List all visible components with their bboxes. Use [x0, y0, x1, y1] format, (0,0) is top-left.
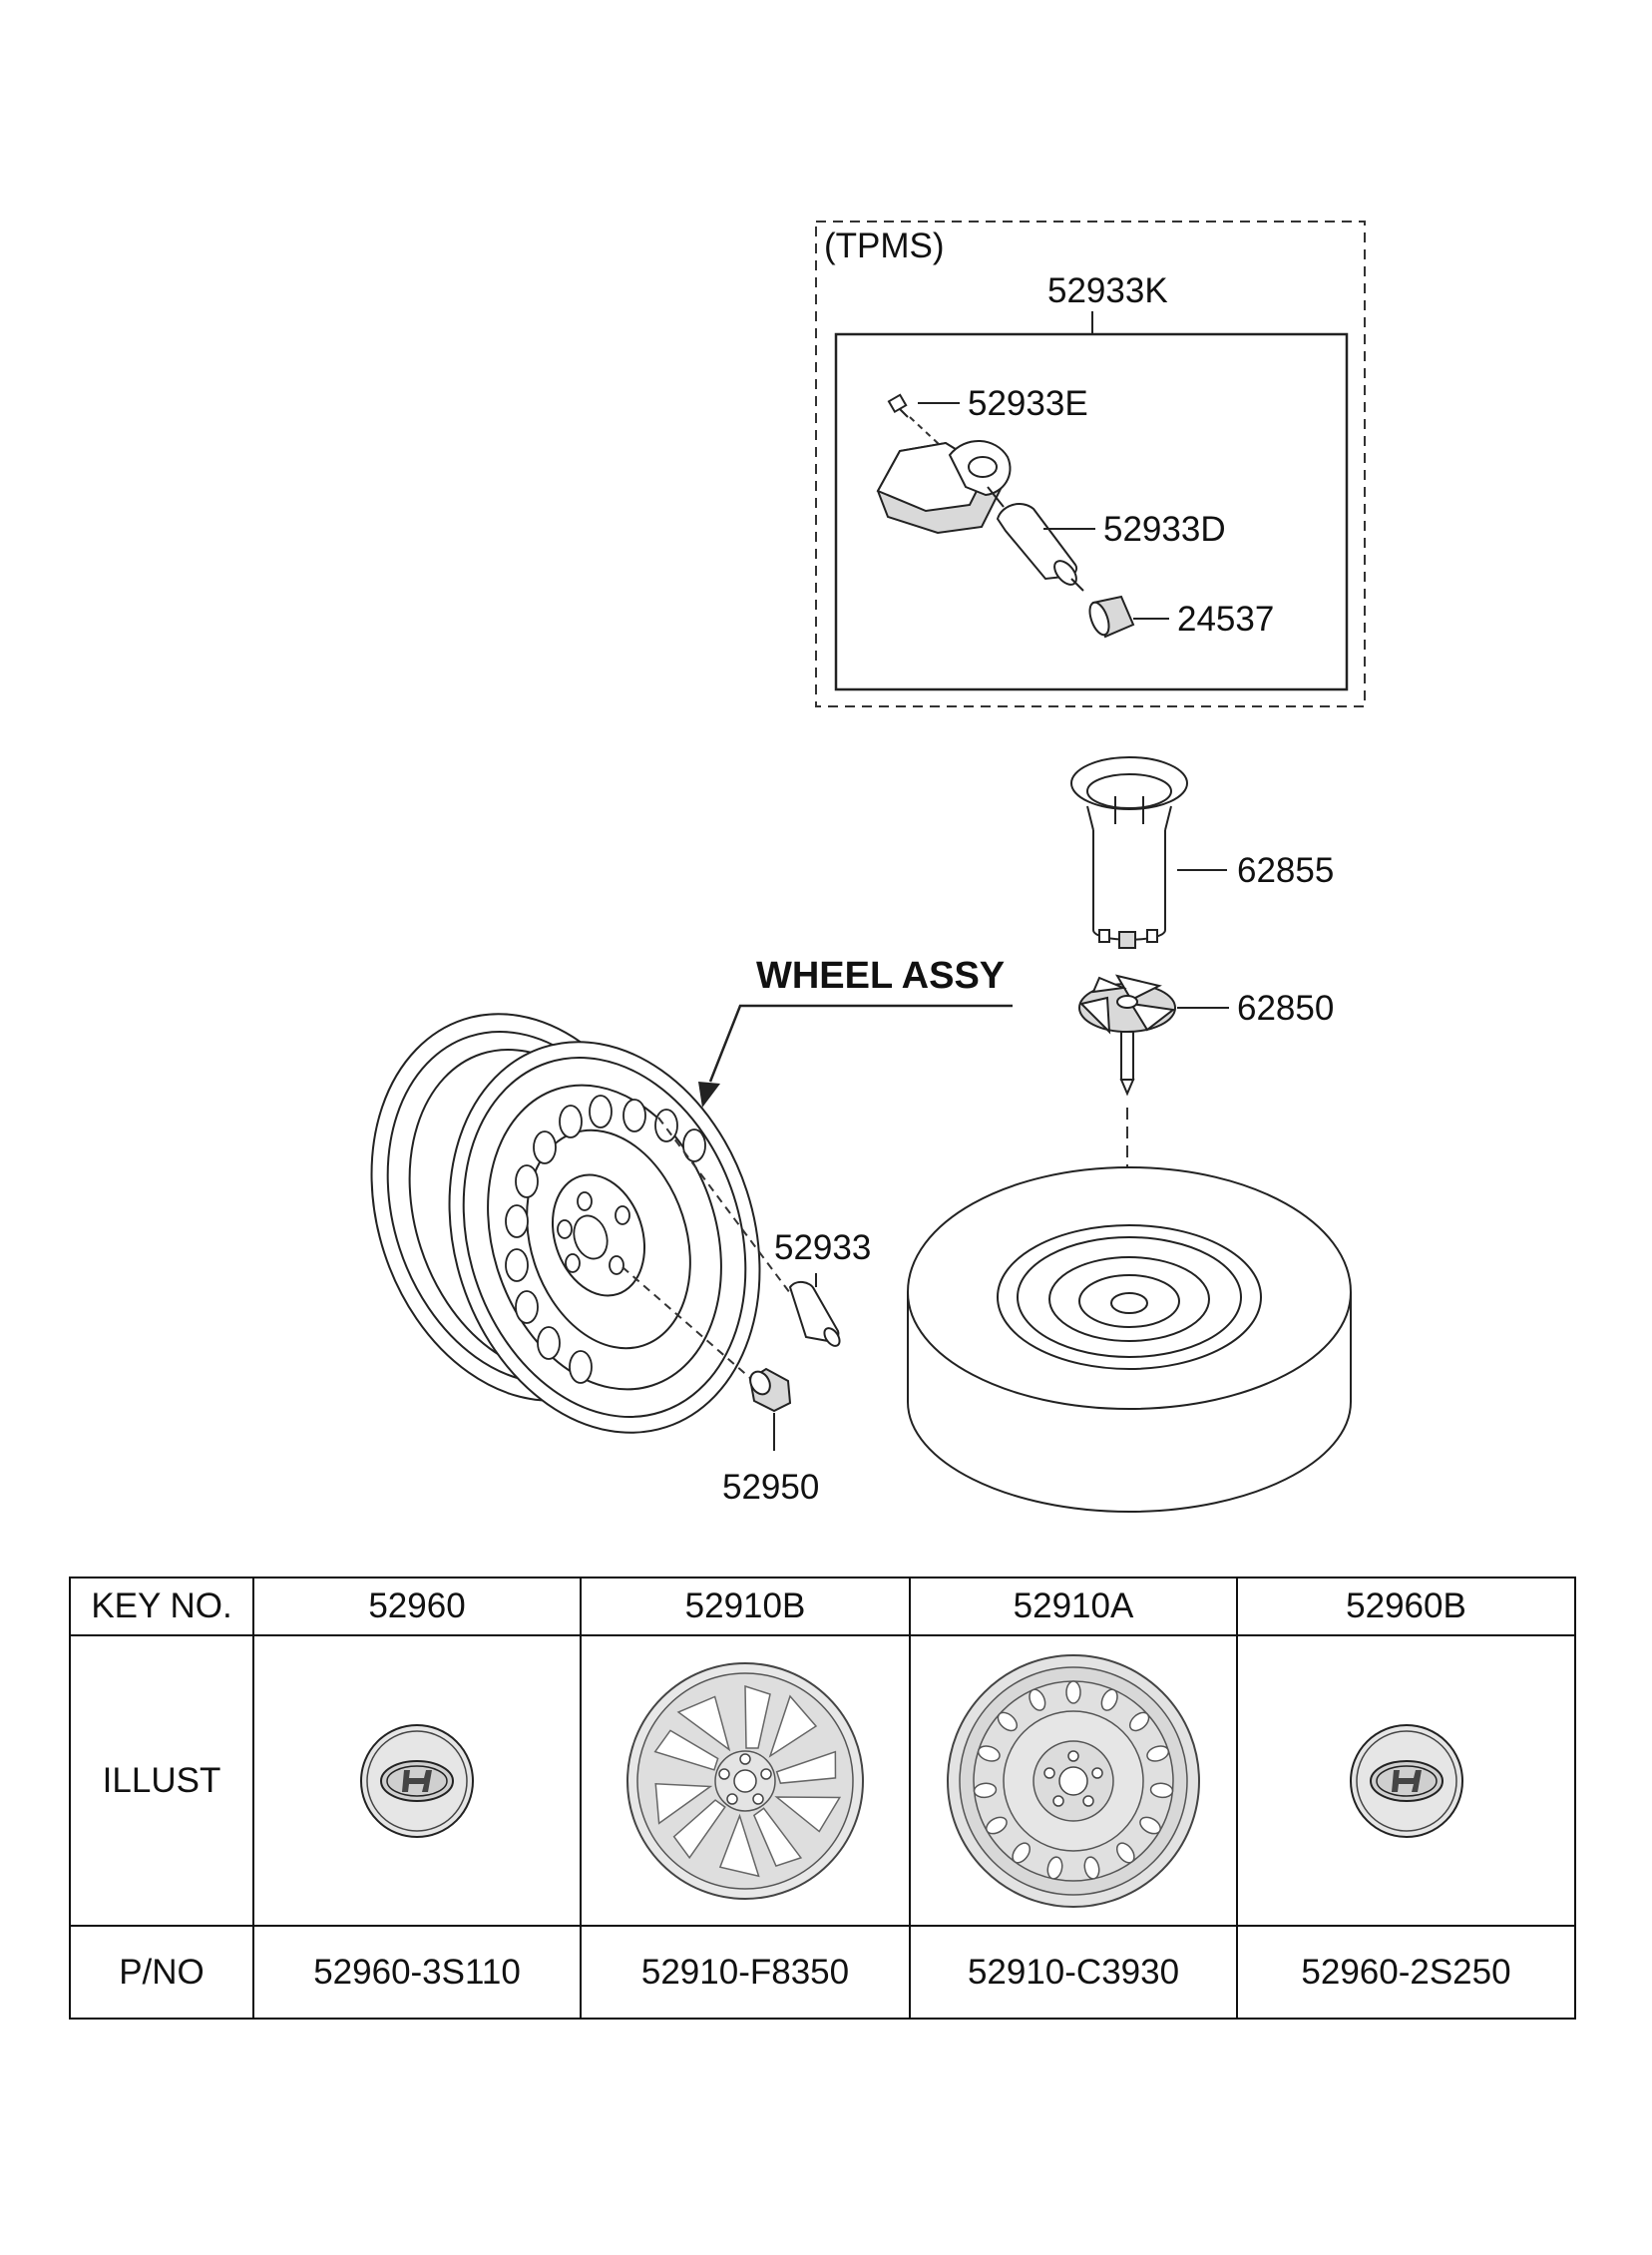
steel-wheel-icon — [370, 1013, 761, 1434]
table-row-key: KEY NO. 52960 52910B 52910A 52960B — [69, 1577, 1576, 1636]
parts-key-table: KEY NO. 52960 52910B 52910A 52960B ILLUS… — [69, 1577, 1576, 2020]
key-cell: 52910A — [909, 1577, 1238, 1636]
wheel-assy-title: WHEEL ASSY — [756, 955, 1005, 997]
pno-cell: 52910-F8350 — [580, 1925, 911, 2020]
spare-bracket-label: 62855 — [1237, 851, 1334, 890]
tpms-dashed-frame — [815, 221, 1366, 707]
spare-hold-down-label: 62850 — [1237, 989, 1334, 1028]
wheel-nut-label: 52950 — [722, 1468, 819, 1507]
illust-cell — [252, 1634, 582, 1927]
tpms-group: (TPMS) 52933K 52933E 52933D — [815, 221, 1366, 707]
tpms-valve-cap-icon — [1088, 595, 1135, 639]
tpms-sensor-icon — [876, 440, 1012, 535]
tpms-kit-label: 52933K — [1047, 271, 1168, 310]
pno-cell: 52910-C3930 — [909, 1925, 1238, 2020]
spare-hold-down-icon — [1078, 974, 1176, 1097]
tpms-screw-icon — [887, 393, 909, 418]
illust-cell — [1236, 1634, 1576, 1927]
steel-wheel-thumb-icon — [947, 1653, 1200, 1908]
alloy-wheel-icon — [626, 1661, 864, 1900]
spare-bracket-icon — [1070, 756, 1188, 949]
wheel-valve-icon — [788, 1281, 841, 1347]
center-cap-b-icon — [1349, 1723, 1463, 1838]
table-row-illust: ILLUST — [69, 1634, 1576, 1927]
tpms-valve-stem-icon — [987, 486, 1084, 592]
tpms-kit-frame — [834, 332, 1349, 691]
wheel-assy-group: WHEEL ASSY — [370, 955, 1013, 1507]
pno-cell: 52960-3S110 — [252, 1925, 582, 2020]
row-header-key: KEY NO. — [69, 1577, 254, 1636]
table-row-pno: P/NO 52960-3S110 52910-F8350 52910-C3930… — [69, 1925, 1576, 2020]
spare-tire-icon — [907, 1165, 1352, 1514]
row-header-illust: ILLUST — [69, 1634, 254, 1927]
illust-cell — [909, 1634, 1238, 1927]
pno-cell: 52960-2S250 — [1236, 1925, 1576, 2020]
wheel-valve-label: 52933 — [774, 1228, 871, 1267]
illust-cell — [580, 1634, 911, 1927]
parts-diagram: (TPMS) 52933K 52933E 52933D — [370, 221, 1366, 1514]
key-cell: 52960B — [1236, 1577, 1576, 1636]
tpms-valve-cap-label: 24537 — [1177, 600, 1274, 639]
key-cell: 52910B — [580, 1577, 911, 1636]
row-header-pno: P/NO — [69, 1925, 254, 2020]
tpms-screw-label: 52933E — [968, 384, 1088, 423]
key-cell: 52960 — [252, 1577, 582, 1636]
center-cap-icon — [360, 1723, 474, 1838]
tpms-valve-stem-label: 52933D — [1103, 510, 1226, 549]
wheel-nut-icon — [748, 1367, 792, 1413]
spare-holder-group: 62855 62850 — [1070, 756, 1334, 1295]
tpms-group-label: (TPMS) — [824, 226, 945, 265]
